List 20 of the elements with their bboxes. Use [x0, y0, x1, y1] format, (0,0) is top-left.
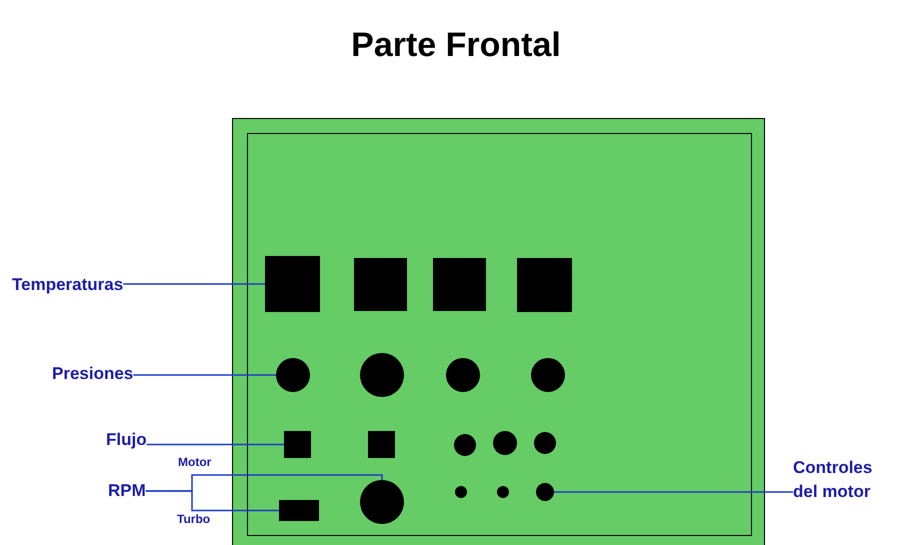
leader-line	[554, 491, 793, 493]
diagram-title: Parte Frontal	[350, 26, 562, 65]
leader-line	[133, 374, 276, 376]
square-indicator	[354, 258, 407, 311]
callout-label: Controles del motor	[793, 456, 885, 504]
leader-line	[146, 444, 284, 446]
square-indicator	[433, 258, 486, 311]
edge-label: Turbo	[177, 512, 210, 526]
square-indicator	[368, 431, 395, 458]
edge-label: Motor	[178, 455, 212, 469]
square-indicator	[517, 258, 572, 312]
callout-label: RPM	[108, 479, 146, 503]
square-indicator	[284, 431, 311, 458]
rectangular-indicator	[279, 500, 319, 521]
callout-label: Flujo	[106, 428, 147, 452]
callout-label: Presiones	[52, 362, 134, 386]
square-indicator	[265, 256, 320, 312]
callout-label: Temperaturas	[12, 273, 124, 297]
leader-line	[123, 283, 265, 285]
leader-line	[146, 490, 279, 512]
